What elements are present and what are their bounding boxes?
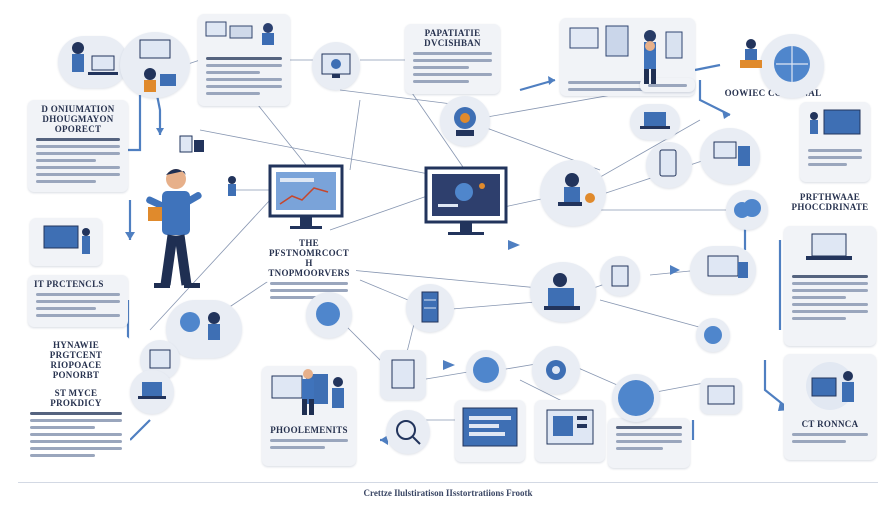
center-left-title: THE PFSTNOMRCOCT H TNOPMOORVERS xyxy=(268,238,350,278)
magnifier-icon xyxy=(396,420,421,445)
right-top-title: OOWIEC COTERNAL xyxy=(724,88,822,98)
bubble-right-lower-small xyxy=(696,318,730,352)
card-bottom-mid xyxy=(455,400,525,462)
bubble-gear xyxy=(440,96,490,146)
person-at-desk-icon xyxy=(72,42,118,75)
card-right-lower xyxy=(784,226,876,346)
laptop-scene-icon xyxy=(806,233,852,260)
bubble-center-server xyxy=(406,284,454,332)
person-icon xyxy=(740,39,762,68)
bubble-globe-large xyxy=(612,374,660,422)
footer-caption: Crettze Ilulstiratison IIsstortratiions … xyxy=(363,488,533,498)
globe-tiny-icon xyxy=(704,326,722,344)
card-bottom-right-center xyxy=(608,418,690,468)
bubble-person-center-lower xyxy=(530,262,596,322)
desk-monitor-icon xyxy=(707,255,748,278)
central-monitor-right xyxy=(424,166,508,235)
server-scene-icon xyxy=(569,25,683,60)
chart-icon xyxy=(149,349,171,369)
globe-large-icon xyxy=(618,380,654,416)
card-top-left-note xyxy=(198,14,290,106)
monitor-scene-icon xyxy=(810,109,861,135)
card-right-mid: PRFTHWAAE PHOCCDRINATE xyxy=(780,188,880,224)
tablet-icon xyxy=(179,135,204,153)
right-mid-title: PRFTHWAAE PHOCCDRINATE xyxy=(791,192,869,212)
bubble-gear-lower xyxy=(532,346,580,394)
workstation-icon xyxy=(713,141,750,166)
gear-icon xyxy=(454,107,476,136)
left-org-title: D ONIUMATION DHOUGMAYON OPORECT xyxy=(41,104,115,134)
bubble-phone xyxy=(646,142,692,188)
bubble-globe-small xyxy=(306,292,352,338)
bubble-right-workstation xyxy=(690,246,756,294)
server-panel-icon xyxy=(546,409,594,445)
bubble-side-devices xyxy=(172,124,212,164)
laptop-icon xyxy=(139,39,176,92)
document-lower-icon xyxy=(391,359,415,389)
left-mid-title: IT PRCTENCLS xyxy=(34,279,104,289)
bubble-top-left-desk xyxy=(58,36,128,88)
card-bottom-mid2 xyxy=(535,400,605,462)
bubble-magnifier xyxy=(386,410,430,454)
bubble-left-laptop-lower xyxy=(130,370,174,414)
presentation-icon xyxy=(43,225,90,254)
card-left-scene xyxy=(30,218,102,266)
monitor-icon xyxy=(321,53,351,78)
bubble-right-globe xyxy=(760,34,824,98)
person-walking-icon xyxy=(146,169,202,288)
footer-divider xyxy=(18,482,878,483)
document-icon xyxy=(611,265,629,287)
person-computer-icon xyxy=(544,273,580,310)
globe-icon xyxy=(774,46,810,82)
bubble-right-person xyxy=(736,36,766,76)
cloud-icon xyxy=(734,199,761,218)
person-right-top-icon xyxy=(644,41,656,84)
laptop-small-icon xyxy=(640,112,670,129)
bubble-walker-small xyxy=(214,172,250,208)
desk-scene-icon xyxy=(205,21,274,45)
server-rack-icon xyxy=(421,291,439,323)
team-icon xyxy=(180,312,220,340)
laptop-lower-icon xyxy=(138,382,166,399)
card-left-lower: HYNAWIE PRGTCENT RIOPOACE PONORBT ST MYC… xyxy=(22,336,130,457)
browser-window-icon xyxy=(462,407,518,447)
bubble-left-person-group xyxy=(166,300,242,358)
card-left-org: D ONIUMATION DHOUGMAYON OPORECT xyxy=(28,100,128,192)
package-icon xyxy=(707,385,735,405)
bubble-center-person xyxy=(540,160,606,226)
card-bottom-right: CT RONNCA xyxy=(784,354,876,460)
left-lower-title: HYNAWIE PRGTCENT RIOPOACE PONORBT xyxy=(49,340,103,380)
bubble-right-box xyxy=(700,378,742,414)
person-standing-lower-icon xyxy=(302,369,314,415)
card-top-center: PAPATIATIE DVCISHBAN xyxy=(405,24,500,94)
person-walking-small-icon xyxy=(228,176,236,196)
technician-scene-icon xyxy=(806,362,854,410)
top-center-title: PAPATIATIE DVCISHBAN xyxy=(424,28,481,48)
bubble-doc-lower xyxy=(380,350,426,400)
card-left-mid: IT PRCTENCLS xyxy=(28,275,128,327)
bubble-right-cloud xyxy=(726,190,768,230)
bubble-top-monitor xyxy=(312,42,360,90)
card-center-left: THE PFSTNOMRCOCT H TNOPMOORVERS xyxy=(262,234,356,299)
bubble-right-monitor-group xyxy=(700,128,760,184)
bottom-center-title: PHOOLEMENITS xyxy=(270,425,348,435)
globe-small-icon xyxy=(316,302,340,326)
central-monitor-left xyxy=(268,164,344,229)
card-right-scene xyxy=(800,102,870,182)
bubble-doc-right xyxy=(600,256,640,296)
bubble-globe-lower xyxy=(466,350,506,390)
bottom-right-title: CT RONNCA xyxy=(801,419,859,429)
phone-icon xyxy=(659,149,677,177)
bubble-top-left-laptop xyxy=(120,32,190,98)
gear-lower-icon xyxy=(546,360,566,380)
bubble-right-laptop xyxy=(630,104,680,140)
left-lower-subtitle: ST MYCE PROKDICY xyxy=(50,388,102,408)
person-at-laptop-icon xyxy=(558,173,595,206)
globe-lower-icon xyxy=(473,357,499,383)
